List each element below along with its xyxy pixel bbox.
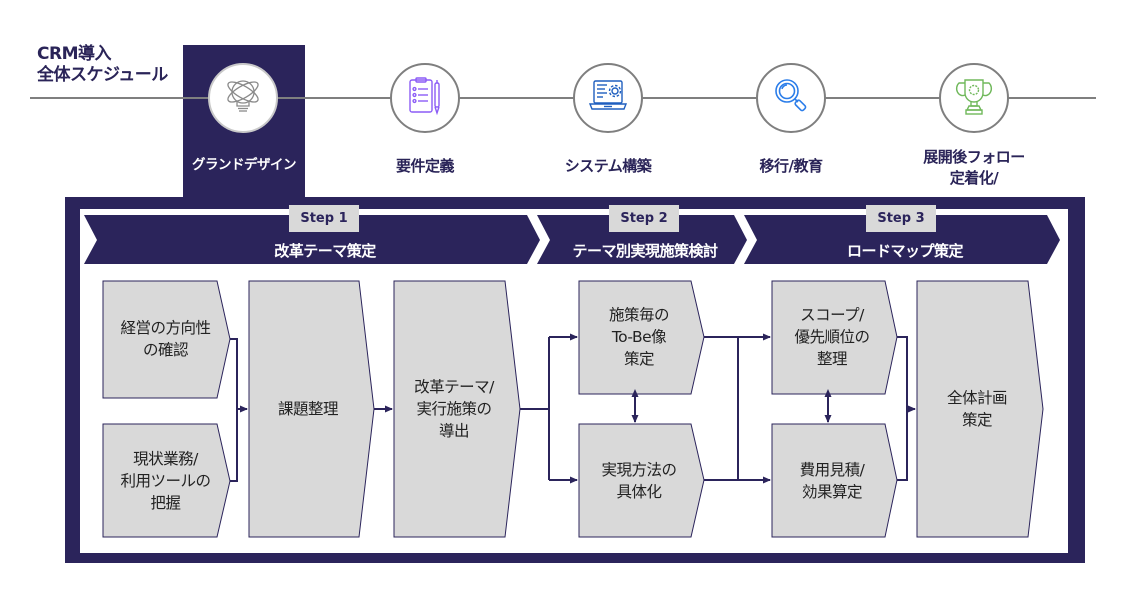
- box-scope-priority-text: スコープ/ 優先順位の 整理: [772, 304, 892, 370]
- step-1-chevron: [84, 215, 540, 264]
- box-management-direction-text: 経営の方向性 の確認: [103, 317, 228, 361]
- connector-step3-merge: [897, 336, 908, 481]
- text-line: 効果算定: [801, 483, 863, 501]
- text-line: 導出: [438, 422, 470, 440]
- box-to-be-text: 施策毎の To-Be像 策定: [579, 304, 699, 370]
- text-line: 優先順位の: [794, 328, 870, 346]
- phase-circle-grand-design[interactable]: [208, 63, 278, 133]
- step-2-label: テーマ別実現施策検討: [572, 242, 718, 260]
- text-line: 具体化: [616, 483, 662, 501]
- box-realization: [578, 423, 705, 538]
- timeline-line: [30, 97, 1096, 99]
- text-line: 把握: [150, 494, 181, 512]
- box-current-business-text: 現状業務/ 利用ツールの 把握: [103, 448, 228, 514]
- phase-label-follow-up-line-1: 展開後フォロー: [923, 148, 1025, 166]
- phase-circle-follow-up[interactable]: [939, 63, 1009, 133]
- text-line: の確認: [142, 341, 189, 359]
- text-line: 整理: [816, 350, 848, 368]
- text-line: 実現方法の: [601, 461, 677, 479]
- phase-label-follow-up: 展開後フォロー 定着化/: [894, 147, 1054, 189]
- clipboard-pen-icon: [402, 73, 448, 123]
- title-line-1: CRM導入: [37, 44, 111, 64]
- phase-label-follow-up-line-2: 定着化/: [949, 169, 999, 187]
- phase-circle-requirements[interactable]: [390, 63, 460, 133]
- trophy-icon: [951, 73, 997, 123]
- box-theme-derivation: [393, 280, 521, 538]
- box-realization-text: 実現方法の 具体化: [579, 459, 699, 503]
- phase-label-migration: 移行/教育: [759, 157, 823, 175]
- lightbulb-icon: [220, 73, 266, 123]
- box-cost-effect-text: 費用見積/ 効果算定: [772, 459, 892, 503]
- text-line: スコープ/: [800, 306, 864, 324]
- text-line: 利用ツールの: [120, 472, 211, 490]
- phase-circle-migration[interactable]: [756, 63, 826, 133]
- text-line: 経営の方向性: [120, 319, 211, 337]
- text-line: 費用見積/: [799, 461, 865, 479]
- box-issue-organization-text: 課題整理: [249, 398, 367, 420]
- grand-design-detail-panel: [80, 209, 1068, 553]
- text-line: 策定: [961, 411, 993, 429]
- step-2-chevron: [537, 215, 747, 264]
- text-line: 策定: [623, 350, 655, 368]
- laptop-gear-icon: [585, 73, 631, 123]
- step-2-tag: Step 2: [609, 205, 679, 232]
- magnifier-icon: [768, 73, 814, 123]
- step-3-label: ロードマップ策定: [846, 242, 964, 260]
- box-to-be: [578, 280, 705, 395]
- box-current-business: [102, 423, 231, 538]
- page-title: CRM導入 全体スケジュール: [37, 44, 168, 86]
- box-overall-plan: [916, 280, 1044, 538]
- box-overall-plan-text: 全体計画 策定: [917, 387, 1037, 431]
- box-theme-derivation-text: 改革テーマ/ 実行施策の 導出: [394, 376, 514, 442]
- step-3-chevron: [744, 215, 1060, 264]
- text-line: 現状業務/: [133, 450, 198, 468]
- title-line-2: 全体スケジュール: [37, 65, 168, 85]
- phase-label-grand-design: グランドデザイン: [192, 157, 297, 173]
- box-management-direction: [102, 280, 231, 399]
- text-line: 施策毎の: [608, 306, 670, 324]
- text-line: 課題整理: [277, 400, 339, 418]
- text-line: 実行施策の: [416, 400, 492, 418]
- box-issue-organization: [248, 280, 375, 538]
- phase-label-system-build: システム構築: [564, 157, 652, 175]
- step-1-label: 改革テーマ策定: [274, 242, 376, 260]
- box-scope-priority: [771, 280, 898, 395]
- phase-label-requirements: 要件定義: [395, 157, 455, 175]
- box-cost-effect: [771, 423, 898, 538]
- step-1-tag: Step 1: [289, 205, 359, 232]
- text-line: To-Be像: [611, 328, 667, 346]
- step-3-tag: Step 3: [866, 205, 936, 232]
- text-line: 改革テーマ/: [414, 378, 494, 396]
- phase-circle-system-build[interactable]: [573, 63, 643, 133]
- text-line: 全体計画: [946, 389, 1008, 407]
- connector-step1-merge: [230, 338, 238, 482]
